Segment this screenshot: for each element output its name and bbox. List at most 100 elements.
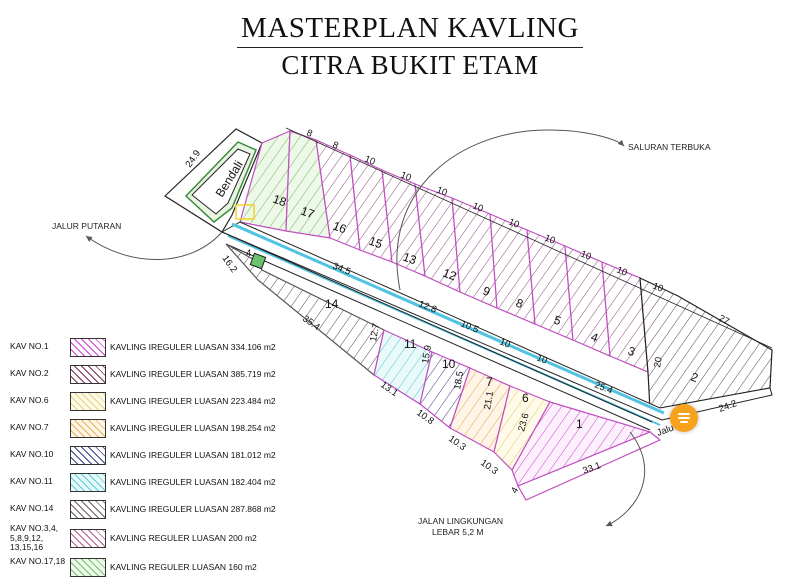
legend-swatch	[70, 446, 106, 465]
title-line-2: CITRA BUKIT ETAM	[281, 50, 539, 80]
legend-code: KAV NO.11	[10, 476, 53, 486]
kav-label-18: 18	[271, 192, 289, 210]
road	[220, 221, 773, 431]
legend-row-kav7: KAV NO.7 KAVLING IREGULER LUASAN 198.254…	[10, 417, 310, 439]
menu-line-icon	[678, 417, 690, 419]
menu-line-icon	[680, 421, 688, 423]
legend-swatch	[70, 558, 106, 577]
dim-right-27: 27	[717, 313, 732, 328]
dim-top-10-5: 10	[507, 217, 521, 231]
kav-label-4: 4	[589, 330, 600, 346]
legend-row-reguler-200: KAV NO.3,4, 5,8,9,12, 13,15,16 KAVLING R…	[10, 523, 310, 560]
kav-label-12: 12	[441, 266, 459, 284]
kav-label-3: 3	[626, 344, 637, 360]
legend-row-kav10: KAV NO.10 KAVLING IREGULER LUASAN 181.01…	[10, 444, 310, 466]
kav-label-15: 15	[367, 234, 385, 252]
legend-row-kav2: KAV NO.2 KAVLING IREGULER LUASAN 385.719…	[10, 363, 310, 385]
dim-top-10-6: 10	[543, 233, 557, 247]
dim-left-4: 4	[246, 248, 251, 259]
callouts	[85, 129, 646, 527]
dim-lot-21-1: 21.1	[482, 390, 496, 410]
legend-swatch	[70, 338, 106, 357]
dim-top-10-3: 10	[435, 185, 449, 199]
dim-left-16-2: 16.2	[220, 253, 240, 274]
kav-label-14: 14	[325, 297, 339, 311]
dim-top-10-9: 10	[651, 281, 665, 295]
legend-desc: KAVLING IREGULER LUASAN 181.012 m2	[110, 450, 276, 460]
legend-swatch	[70, 473, 106, 492]
dim-top-8a: 8	[305, 128, 314, 140]
page-title: MASTERPLAN KAVLING CITRA BUKIT ETAM	[230, 12, 590, 81]
kav-label-17: 17	[299, 204, 317, 222]
jalan-lingkungan-label: JALAN LINGKUNGAN	[418, 516, 503, 526]
legend-desc: KAVLING IREGULER LUASAN 182.404 m2	[110, 477, 276, 487]
legend-row-kav11: KAV NO.11 KAVLING IREGULER LUASAN 182.40…	[10, 471, 310, 493]
legend-code: KAV NO.14	[10, 503, 54, 513]
kav-label-6: 6	[522, 391, 529, 405]
kav-label-8: 8	[514, 296, 525, 312]
legend-code: KAV NO.1	[10, 341, 49, 351]
dim-lot-12-7: 12.7	[368, 322, 382, 342]
dim-lot-15-9: 15.9	[420, 344, 434, 364]
legend-desc: KAVLING REGULER LUASAN 160 m2	[110, 562, 257, 572]
legend-code: KAV NO.2	[10, 368, 49, 378]
legend-code: KAV NO.3,4, 5,8,9,12, 13,15,16	[10, 523, 59, 552]
kav-label-5: 5	[552, 313, 563, 329]
legend-code: KAV NO.10	[10, 449, 54, 459]
dim-bot-4: 4	[509, 485, 521, 495]
kavling-numbers: 18 17 16 15 13 12 9 8 5 4 3 2 14 11 10 7…	[271, 192, 700, 431]
dim-top-10-4: 10	[471, 201, 485, 215]
kav-label-9: 9	[481, 284, 492, 300]
bendali-area: Bendali	[164, 128, 263, 233]
kav-label-16: 16	[331, 219, 349, 237]
saluran-terbuka-label: SALURAN TERBUKA	[628, 142, 711, 152]
menu-line-icon	[678, 413, 690, 415]
dim-road-10a: 10	[498, 337, 512, 351]
dim-lot-23-6: 23.6	[516, 412, 531, 433]
legend-desc: KAVLING IREGULER LUASAN 223.484 m2	[110, 396, 276, 406]
kav-label-7: 7	[486, 375, 493, 389]
floating-menu-button[interactable]	[670, 404, 698, 432]
dim-road-10b: 10	[535, 353, 549, 367]
legend-swatch	[70, 392, 106, 411]
jalur-putaran-label: JALUR PUTARAN	[52, 221, 121, 231]
legend-row-kav14: KAV NO.14 KAVLING IREGULER LUASAN 287.86…	[10, 498, 310, 520]
dim-top-8b: 8	[331, 140, 340, 152]
lower-lots	[225, 243, 662, 501]
dim-top-10-1: 10	[363, 154, 377, 168]
legend-desc: KAVLING IREGULER LUASAN 287.868 m2	[110, 504, 276, 514]
legend-row-reguler-160: KAV NO.17,18 KAVLING REGULER LUASAN 160 …	[10, 554, 310, 584]
legend-swatch	[70, 529, 106, 548]
legend-row-kav6: KAV NO.6 KAVLING IREGULER LUASAN 223.484…	[10, 390, 310, 412]
title-line-1: MASTERPLAN KAVLING	[237, 12, 583, 48]
legend-swatch	[70, 500, 106, 519]
kav-label-10: 10	[442, 357, 456, 371]
legend-swatch	[70, 419, 106, 438]
dim-lot-20: 20	[652, 356, 665, 368]
dim-top-10-7: 10	[579, 249, 593, 263]
legend-code: KAV NO.17,18	[10, 556, 66, 566]
dim-lot-18-5: 18.5	[452, 370, 466, 390]
legend-desc: KAVLING IREGULER LUASAN 385.719 m2	[110, 369, 276, 379]
kav-label-11: 11	[404, 337, 417, 351]
lower-sidewalk	[517, 431, 662, 501]
jalan-lebar-label: LEBAR 5,2 M	[432, 527, 484, 537]
legend-code: KAV NO.7	[10, 422, 49, 432]
legend-desc: KAVLING REGULER LUASAN 200 m2	[110, 533, 257, 543]
kav-label-1: 1	[576, 417, 583, 431]
legend-row-kav1: KAV NO.1 KAVLING IREGULER LUASAN 334.106…	[10, 336, 310, 358]
legend-code: KAV NO.6	[10, 395, 49, 405]
small-parcel	[249, 252, 267, 270]
legend-swatch	[70, 365, 106, 384]
dim-top-10-2: 10	[399, 170, 413, 184]
legend-desc: KAVLING IREGULER LUASAN 334.106 m2	[110, 342, 276, 352]
kav-label-2: 2	[689, 370, 700, 386]
legend-desc: KAVLING IREGULER LUASAN 198.254 m2	[110, 423, 276, 433]
kav-label-13: 13	[401, 250, 419, 268]
dim-top-10-8: 10	[615, 265, 629, 279]
small-marker	[235, 204, 255, 220]
dim-bot-10-3b: 10.3	[478, 457, 499, 477]
upper-lots	[239, 130, 773, 411]
lot-2	[639, 277, 773, 411]
